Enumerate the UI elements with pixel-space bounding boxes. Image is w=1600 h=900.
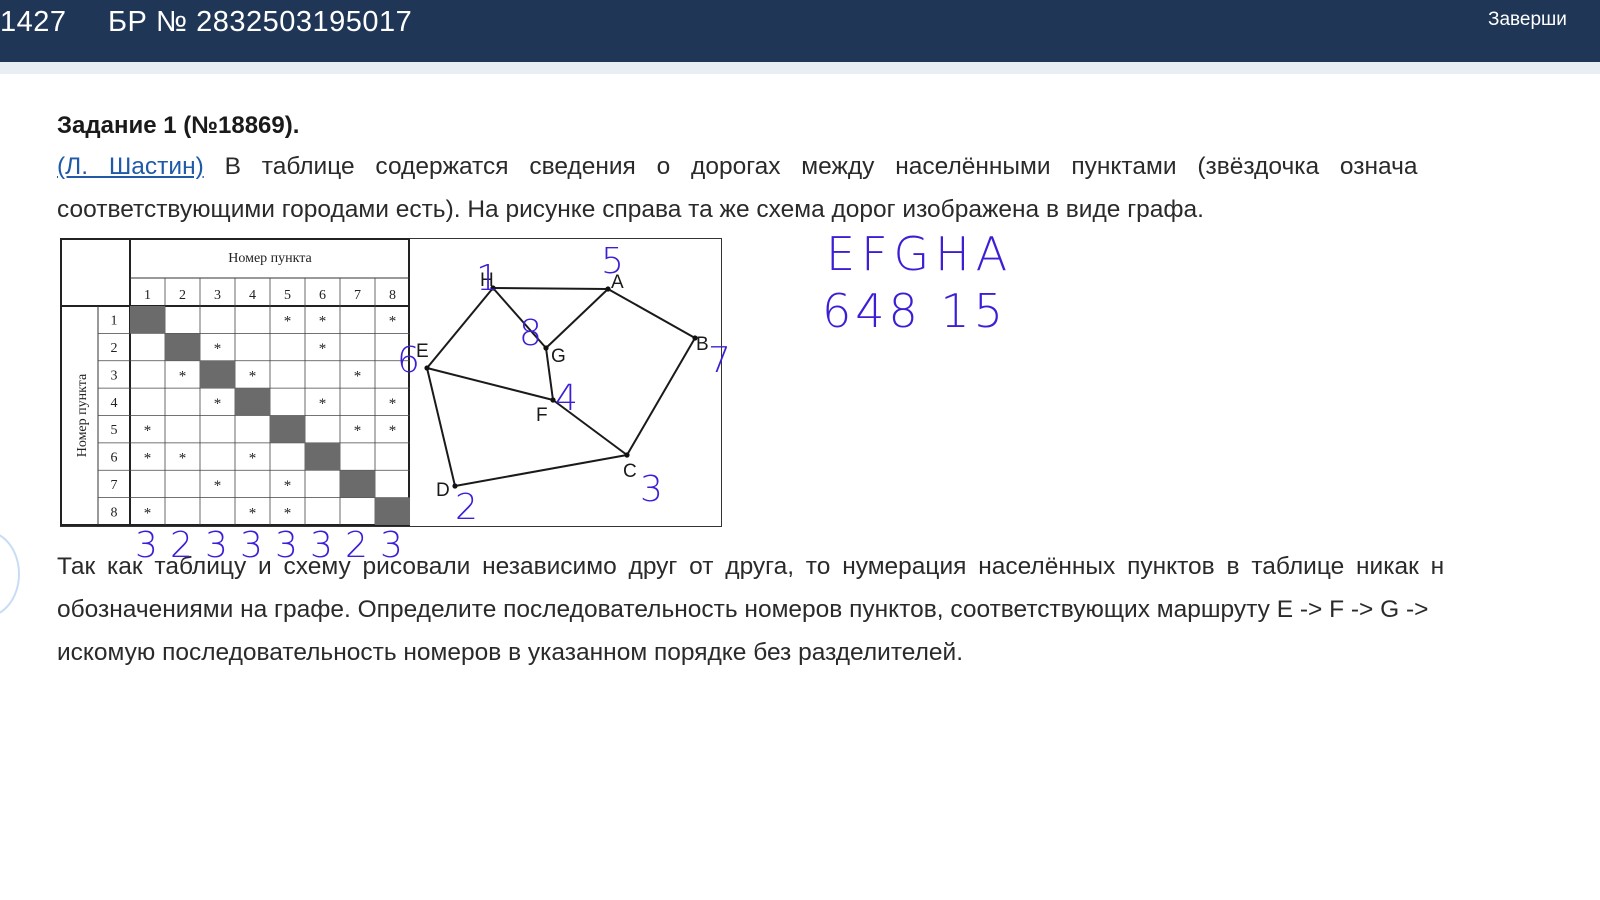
table-star: * [179, 368, 187, 384]
table-col-number: 5 [284, 288, 291, 303]
task-line-3: Так как таблицу и схему рисовали независ… [57, 553, 1445, 580]
finish-button[interactable]: Заверши [1488, 9, 1567, 30]
task-line-1: (Л. Шастин) В таблице содержатся сведени… [57, 145, 1600, 188]
table-diagonal-cell [200, 360, 235, 389]
graph-edge [626, 337, 696, 456]
table-star: * [179, 451, 187, 467]
table-star: * [214, 478, 222, 494]
task-line-2: соответствующими городами есть). На рису… [57, 196, 1204, 223]
graph-node-label: F [536, 405, 548, 426]
table-row-number: 5 [111, 423, 118, 438]
table-row-number: 1 [111, 314, 118, 329]
table-star: * [144, 505, 152, 521]
table-diagonal-cell [130, 306, 165, 334]
graph-node [550, 397, 556, 403]
table-col-number: 3 [214, 288, 221, 303]
table-col-number: 2 [179, 288, 186, 303]
graph-edge [426, 367, 456, 487]
graph-edge [426, 287, 494, 369]
table-star: * [319, 314, 327, 330]
graph-edge [426, 367, 554, 401]
table-col-number: 7 [354, 288, 361, 303]
graph-edge [545, 347, 554, 401]
top-bar: 1427 БР № 2832503195017 Заверши [0, 0, 1600, 74]
graph-node [424, 365, 430, 371]
top-bar-shadow [0, 62, 1600, 74]
table-header-side: Номер пункта [75, 373, 90, 457]
author-link[interactable]: (Л. Шастин) [57, 153, 204, 180]
graph-edge [607, 288, 696, 339]
table-header-top: Номер пункта [228, 251, 312, 266]
task-line-1-text: В таблице содержатся сведения о дорогах … [224, 153, 1418, 180]
table-star: * [389, 396, 397, 412]
table-star: * [319, 396, 327, 412]
handwritten-numbers: 648 15 [822, 284, 1007, 338]
table-diagonal-cell [375, 497, 410, 525]
table-row-number: 4 [111, 396, 118, 411]
table-star: * [249, 451, 257, 467]
graph-edge [552, 399, 628, 456]
table-star: * [389, 314, 397, 330]
graph-node-label: C [623, 461, 637, 482]
graph-edge [492, 287, 547, 349]
table-col-number: 8 [389, 288, 396, 303]
graph-node-label: B [696, 334, 709, 355]
graph-node-label: D [436, 480, 450, 501]
table-col-number: 1 [144, 288, 151, 303]
table-diagonal-cell [305, 442, 340, 471]
table-row-number: 8 [111, 505, 118, 520]
graph-node-label: A [611, 272, 624, 293]
side-nav-circle[interactable] [0, 530, 20, 618]
table-star: * [284, 478, 292, 494]
table-col-number: 4 [249, 288, 256, 303]
graph-node [605, 286, 611, 292]
table-star: * [284, 314, 292, 330]
table-star: * [144, 451, 152, 467]
br-number: БР № 2832503195017 [108, 6, 413, 38]
table-star: * [214, 341, 222, 357]
table-row-number: 2 [111, 341, 118, 356]
graph-node-label: G [551, 346, 566, 367]
graph-node [624, 452, 630, 458]
graph-node-label: E [416, 341, 429, 362]
table-star: * [214, 396, 222, 412]
variant-id: 1427 [0, 6, 67, 38]
graph-edge [545, 288, 609, 349]
table-diagonal-cell [270, 415, 305, 443]
table-row-number: 3 [111, 368, 118, 383]
graph-node [452, 483, 458, 489]
table-col-number: 6 [319, 288, 326, 303]
task-line-4: обозначениями на графе. Определите после… [57, 596, 1429, 623]
graph-node [490, 285, 496, 291]
table-row-number: 7 [111, 478, 118, 493]
table-diagonal-cell [235, 388, 270, 416]
table-star: * [354, 368, 362, 384]
table-star: * [354, 423, 362, 439]
table-star: * [284, 505, 292, 521]
table-diagonal-cell [165, 333, 200, 361]
table-diagonal-cell [340, 470, 375, 498]
table-star: * [319, 341, 327, 357]
graph-node [543, 345, 549, 351]
handwritten-letters: EFGHA [826, 227, 1013, 281]
task-line-5: искомую последовательность номеров в ука… [57, 639, 964, 666]
graph-edge [454, 454, 628, 487]
graph-edge [492, 287, 609, 290]
table-star: * [249, 505, 257, 521]
road-graph: H A B G E F C D [416, 270, 709, 501]
table-star: * [249, 368, 257, 384]
task-title: Задание 1 (№18869). [57, 112, 300, 139]
table-star: * [389, 423, 397, 439]
task-text-top: (Л. Шастин) В таблице содержатся сведени… [57, 145, 1600, 231]
graph-node [692, 335, 698, 341]
table-star: * [144, 423, 152, 439]
table-row-number: 6 [111, 451, 118, 466]
task-text-bottom: Так как таблицу и схему рисовали независ… [57, 545, 1600, 674]
graph-node-label: H [480, 270, 494, 291]
